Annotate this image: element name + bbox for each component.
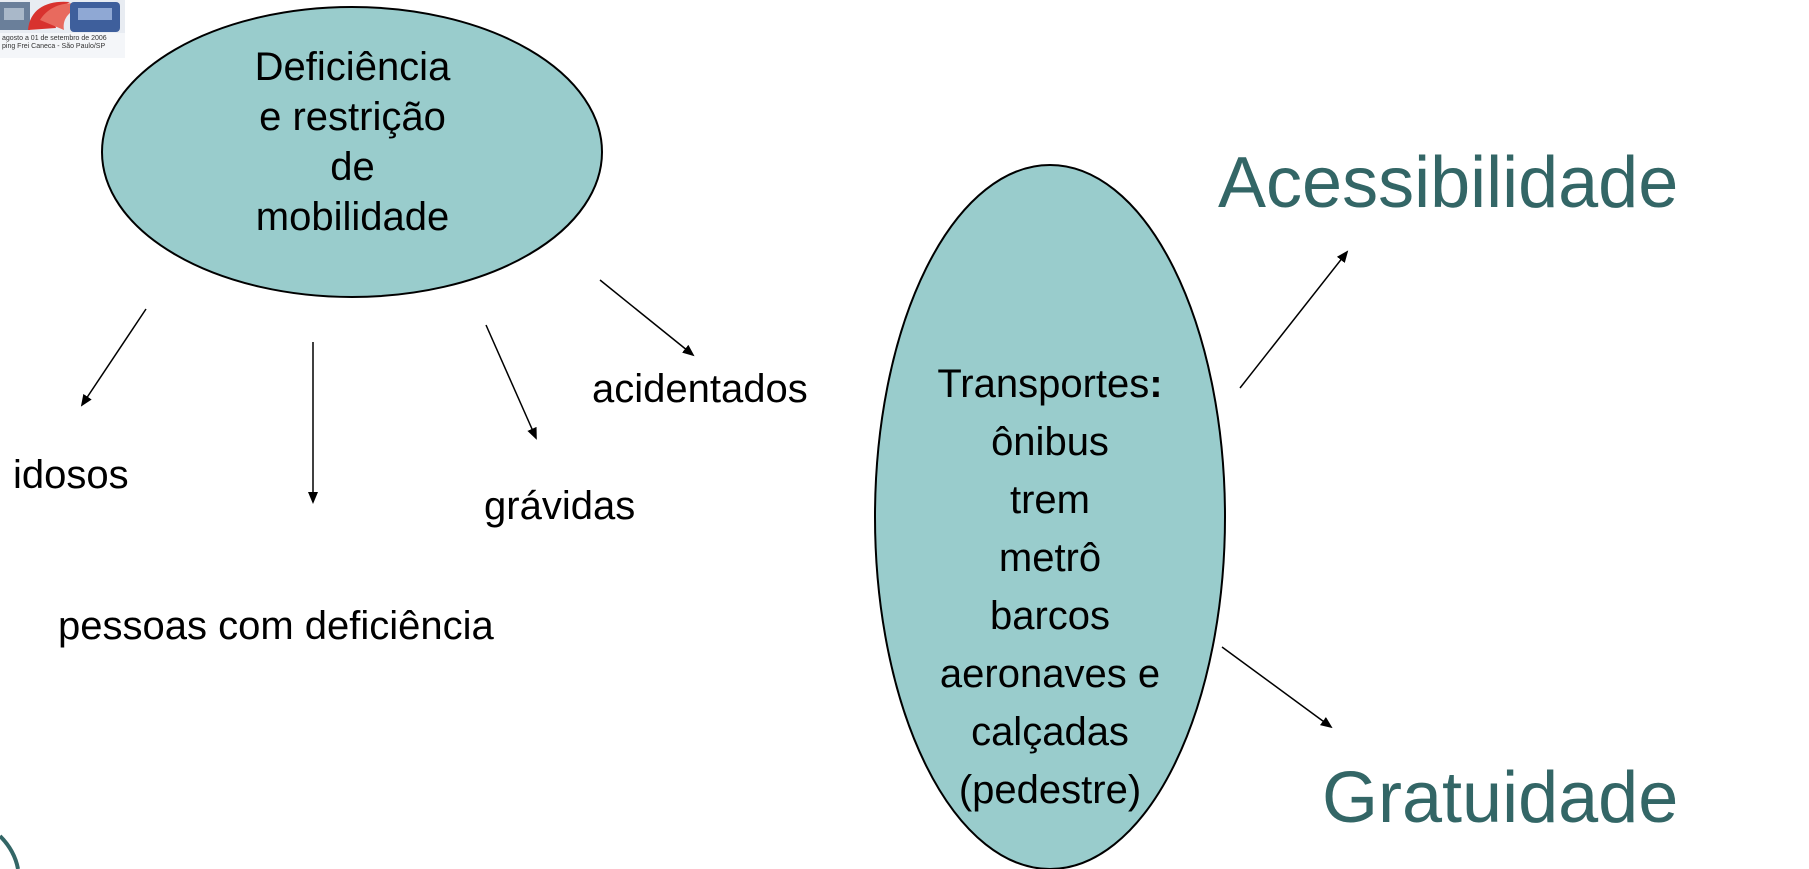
- label-pessoas-com-deficiencia: pessoas com deficiência: [58, 604, 494, 648]
- transport-item-aeronaves: aeronaves e: [939, 652, 1161, 696]
- heading-gratuidade: Gratuidade: [1322, 758, 1679, 838]
- logo-caption-line1: agosto a 01 de setembro de 2006: [2, 35, 107, 42]
- arrow-to-gravidas: [485, 324, 537, 440]
- label-acidentados: acidentados: [592, 367, 808, 411]
- transport-item-pedestre: (pedestre): [958, 768, 1142, 812]
- transport-item-trem: trem: [1010, 478, 1090, 522]
- transport-title-text: Transportes: [937, 362, 1150, 406]
- transport-item-onibus: ônibus: [991, 420, 1109, 464]
- transport-item-metro: metrô: [998, 536, 1102, 580]
- logo-caption: agosto a 01 de setembro de 2006 ping Fre…: [2, 35, 107, 51]
- right-ellipse-shape: [874, 164, 1226, 869]
- heading-acessibilidade: Acessibilidade: [1218, 143, 1679, 223]
- left-ellipse-line-4: mobilidade: [255, 195, 450, 239]
- arrow-to-gratuidade: [1221, 646, 1333, 729]
- transport-title-colon: :: [1149, 362, 1163, 406]
- label-idosos: idosos: [13, 453, 129, 497]
- logo-caption-line2: ping Frei Caneca - São Paulo/SP: [2, 43, 106, 50]
- left-ellipse-line-2: e restrição: [259, 95, 446, 139]
- transport-title: Transportes:: [937, 355, 1162, 413]
- right-ellipse-label: Transportes: ônibus trem metrô barcos ae…: [900, 355, 1200, 819]
- left-ellipse-line-1: Deficiência: [254, 45, 451, 89]
- arrow-to-idosos: [80, 308, 147, 407]
- arrow-to-acidentados: [599, 279, 695, 357]
- left-ellipse-shape: [101, 6, 603, 298]
- decorative-arc: [0, 834, 20, 869]
- arrow-to-acessibilidade: [1239, 250, 1349, 389]
- transport-item-barcos: barcos: [989, 594, 1111, 638]
- left-ellipse-label: Deficiência e restrição de mobilidade: [200, 42, 505, 242]
- label-gravidas: grávidas: [484, 484, 636, 528]
- left-ellipse-line-3: de: [330, 145, 375, 189]
- transport-item-calcadas: calçadas: [971, 710, 1129, 754]
- event-logo-image: [0, 0, 125, 58]
